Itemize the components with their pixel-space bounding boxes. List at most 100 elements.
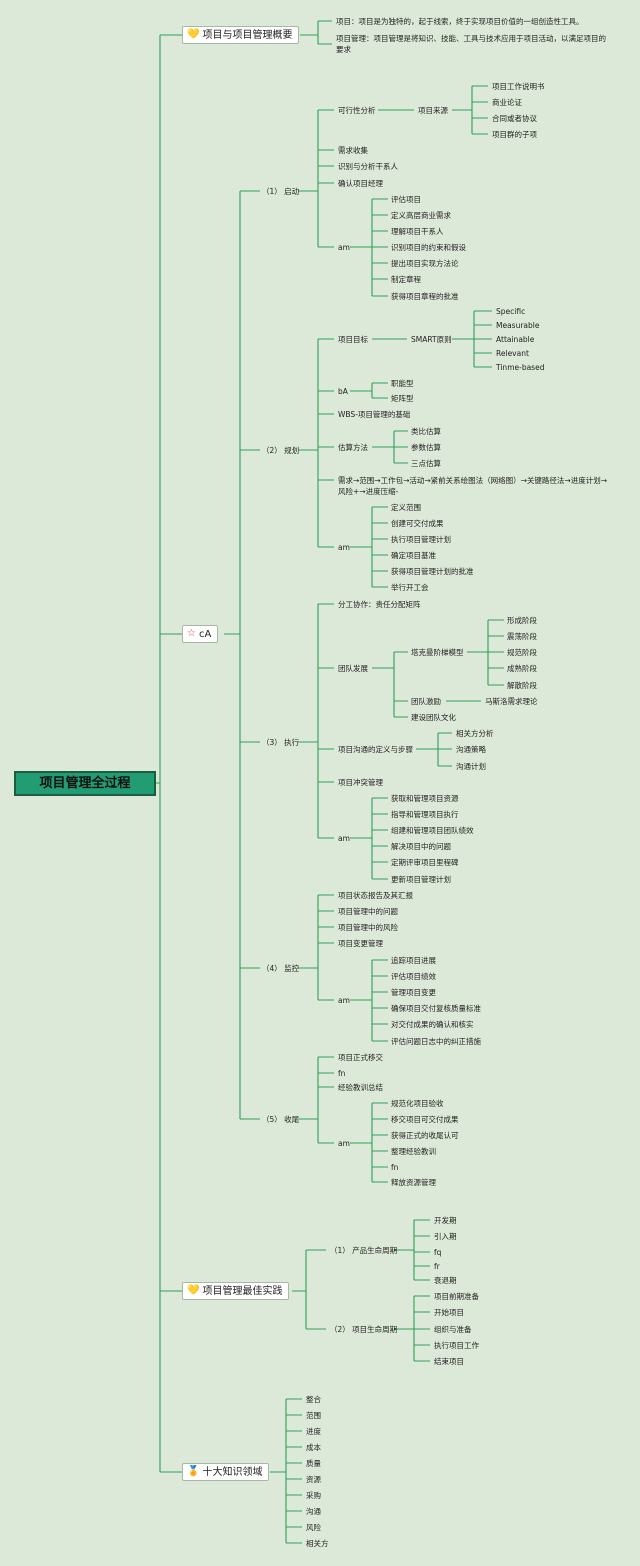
leaf-node[interactable]: fr — [434, 1262, 440, 1271]
leaf-node[interactable]: 开始项目 — [434, 1308, 464, 1317]
leaf-node[interactable]: 成熟阶段 — [507, 664, 537, 673]
leaf-node[interactable]: 合同或者协议 — [492, 114, 537, 123]
leaf-node[interactable]: 追踪项目进展 — [391, 956, 436, 965]
leaf-node[interactable]: 项目前期准备 — [434, 1292, 479, 1301]
leaf-node[interactable]: fn — [391, 1163, 399, 1172]
leaf-node[interactable]: 规范化项目验收 — [391, 1099, 444, 1108]
phase-execute[interactable]: （3） 执行 — [262, 738, 300, 747]
leaf-node[interactable]: 解散阶段 — [507, 681, 537, 690]
leaf-node[interactable]: Attainable — [496, 335, 535, 344]
leaf-node[interactable]: 管理项目变更 — [391, 988, 436, 997]
node[interactable]: am — [338, 834, 350, 843]
leaf-node[interactable]: 沟通计划 — [456, 762, 486, 771]
leaf-node[interactable]: 震荡阶段 — [507, 632, 537, 641]
node[interactable]: 团队激励 — [411, 697, 441, 706]
leaf-node[interactable]: 提出项目实现方法论 — [391, 259, 459, 268]
node[interactable]: 需求→范围→工作包→活动→紧前关系绘图法（网络图）→关键路径法→进度计划→风险+… — [338, 476, 607, 496]
leaf-node[interactable]: 整合 — [306, 1395, 321, 1404]
leaf-node[interactable]: 风险 — [306, 1523, 321, 1532]
leaf-node[interactable]: 成本 — [306, 1443, 321, 1452]
leaf-node[interactable]: Tinme-based — [496, 363, 545, 372]
leaf-node[interactable]: Relevant — [496, 349, 529, 358]
leaf-node[interactable]: 获取和管理项目资源 — [391, 794, 459, 803]
node[interactable]: 项目正式移交 — [338, 1053, 383, 1062]
node[interactable]: 需求收集 — [338, 146, 368, 155]
leaf-node[interactable]: 参数估算 — [411, 443, 441, 452]
phase-initiate[interactable]: （1） 启动 — [262, 187, 300, 196]
leaf-node[interactable]: 获得项目管理计划的批准 — [391, 567, 474, 576]
node[interactable]: 分工协作：责任分配矩阵 — [338, 600, 421, 609]
node[interactable]: 项目冲突管理 — [338, 778, 383, 787]
leaf-node[interactable]: fq — [434, 1248, 442, 1257]
leaf-node[interactable]: 相关方 — [306, 1539, 329, 1548]
leaf-node[interactable]: 执行项目工作 — [434, 1341, 479, 1350]
leaf-node[interactable]: 质量 — [306, 1459, 321, 1468]
node[interactable]: bA — [338, 387, 348, 396]
node[interactable]: 项目管理中的问题 — [338, 907, 398, 916]
node[interactable]: 项目沟通的定义与步骤 — [338, 745, 413, 754]
leaf-node[interactable]: 指导和管理项目执行 — [391, 810, 459, 819]
leaf-node[interactable]: 资源 — [306, 1475, 321, 1484]
node[interactable]: 确认项目经理 — [338, 179, 383, 188]
leaf-node[interactable]: 执行项目管理计划 — [391, 535, 451, 544]
node[interactable]: SMART原则 — [411, 335, 452, 344]
leaf-node[interactable]: 整理经验教训 — [391, 1147, 436, 1156]
node[interactable]: （1） 产品生命周期 — [330, 1246, 398, 1255]
leaf-node[interactable]: 评估问题日志中的纠正措施 — [391, 1037, 481, 1046]
leaf-node[interactable]: 引入期 — [434, 1232, 457, 1241]
leaf-node[interactable]: 三点估算 — [411, 459, 441, 468]
node[interactable]: 项目管理中的风险 — [338, 923, 398, 932]
node[interactable]: （2） 项目生命周期 — [330, 1325, 398, 1334]
leaf-node[interactable]: 移交项目可交付成果 — [391, 1115, 459, 1124]
leaf-node[interactable]: 获得正式的收尾认可 — [391, 1131, 459, 1140]
node[interactable]: am — [338, 1139, 350, 1148]
node[interactable]: 估算方法 — [338, 443, 368, 452]
branch-overview[interactable]: 💛 项目与项目管理概要 — [182, 26, 300, 44]
node[interactable]: 经验教训总结 — [338, 1083, 383, 1092]
leaf-node[interactable]: 商业论证 — [492, 98, 522, 107]
leaf-node[interactable]: 制定章程 — [391, 275, 421, 284]
node[interactable]: am — [338, 543, 350, 552]
leaf-node[interactable]: 定义高层商业需求 — [391, 211, 451, 220]
node[interactable]: am — [338, 996, 350, 1005]
leaf-node[interactable]: 评估项目 — [391, 195, 421, 204]
leaf-node[interactable]: 进度 — [306, 1427, 321, 1436]
leaf-node[interactable]: 开发期 — [434, 1216, 457, 1225]
node[interactable]: am — [338, 243, 350, 252]
node[interactable]: 塔克曼阶梯模型 — [411, 648, 464, 657]
leaf-node[interactable]: 结束项目 — [434, 1357, 464, 1366]
leaf-node[interactable]: 马斯洛需求理论 — [485, 697, 538, 706]
leaf-node[interactable]: 解决项目中的问题 — [391, 842, 451, 851]
node[interactable]: 项目变更管理 — [338, 939, 383, 948]
leaf-node[interactable]: Specific — [496, 307, 526, 316]
leaf-node[interactable]: 规范阶段 — [507, 648, 537, 657]
leaf-node[interactable]: 理解项目干系人 — [391, 227, 444, 236]
node[interactable]: 建设团队文化 — [411, 713, 456, 722]
leaf-node[interactable]: 确保项目交付复核质量标准 — [391, 1004, 481, 1013]
phase-plan[interactable]: （2） 规划 — [262, 446, 300, 455]
leaf-node[interactable]: 定义范围 — [391, 503, 421, 512]
node[interactable]: WBS-项目管理的基础 — [338, 410, 411, 419]
branch-knowledge[interactable]: 🏅 十大知识领域 — [182, 1463, 270, 1481]
leaf-node[interactable]: 职能型 — [391, 379, 414, 388]
leaf-node[interactable]: 确定项目基准 — [391, 551, 436, 560]
leaf-node[interactable]: 更新项目管理计划 — [391, 875, 451, 884]
leaf-node[interactable]: 创建可交付成果 — [391, 519, 444, 528]
leaf-node[interactable]: 项目工作说明书 — [492, 82, 545, 91]
leaf-node[interactable]: 采购 — [306, 1491, 321, 1500]
leaf-node[interactable]: 相关方分析 — [456, 729, 494, 738]
leaf-node[interactable]: 范围 — [306, 1411, 321, 1420]
node[interactable]: 识别与分析干系人 — [338, 162, 398, 171]
leaf-node[interactable]: 衰退期 — [434, 1276, 457, 1285]
leaf-node[interactable]: 举行开工会 — [391, 583, 429, 592]
node[interactable]: 项目状态报告及其汇报 — [338, 891, 413, 900]
leaf-node[interactable]: 评估项目绩效 — [391, 972, 436, 981]
node[interactable]: fn — [338, 1069, 346, 1078]
leaf-node[interactable]: Measurable — [496, 321, 540, 330]
leaf-node[interactable]: 对交付成果的确认和核实 — [391, 1020, 474, 1029]
leaf-node[interactable]: 组建和管理项目团队绩效 — [391, 826, 474, 835]
phase-close[interactable]: （5） 收尾 — [262, 1115, 300, 1124]
leaf-node[interactable]: 定期评审项目里程碑 — [391, 858, 459, 867]
leaf-node[interactable]: 沟通 — [306, 1507, 321, 1516]
leaf-node[interactable]: 项目群的子项 — [492, 130, 537, 139]
